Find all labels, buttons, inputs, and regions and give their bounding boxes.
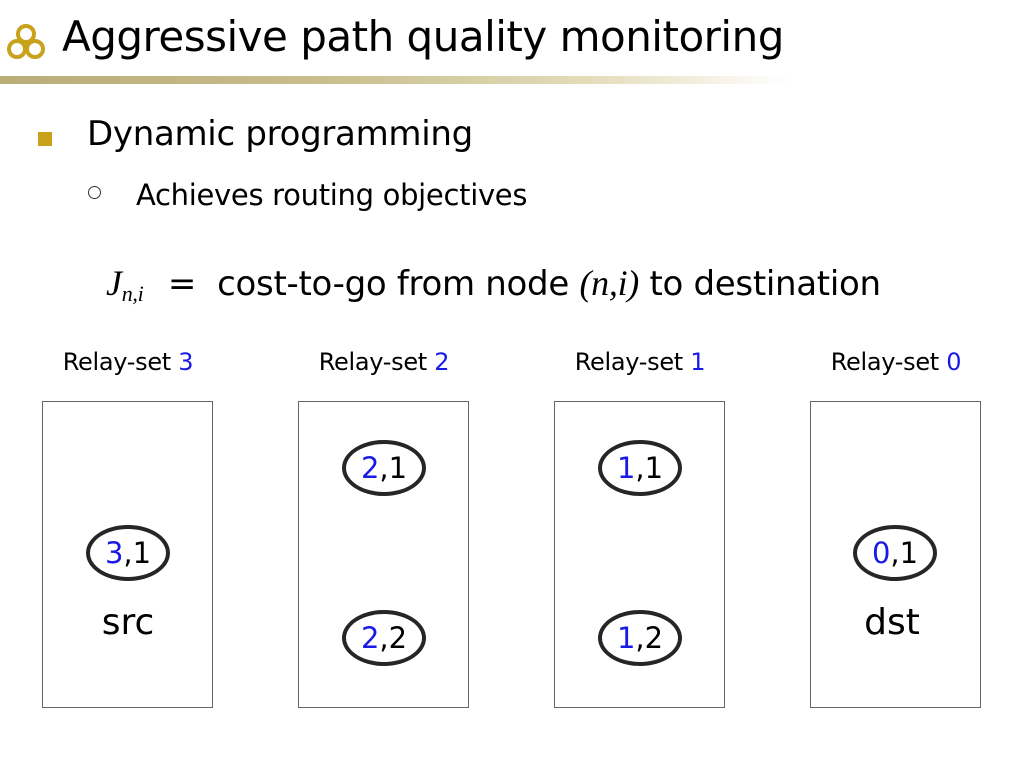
node-3-1: 3,1 xyxy=(86,525,170,581)
trefoil-logo-icon xyxy=(7,24,45,59)
node-index: 2 xyxy=(644,621,664,655)
node-1-2: 1,2 xyxy=(598,610,682,666)
node-separator: , xyxy=(890,536,900,570)
node-set-number: 0 xyxy=(871,536,891,570)
node-2-1: 2,1 xyxy=(342,440,426,496)
relay-set-number: 2 xyxy=(434,348,450,376)
relay-set-label-text: Relay-set xyxy=(830,348,939,376)
destination-caption: dst xyxy=(864,602,920,643)
node-separator: , xyxy=(379,451,389,485)
node-index: 2 xyxy=(388,621,408,655)
node-index: 1 xyxy=(132,536,152,570)
node-separator: , xyxy=(123,536,133,570)
relay-set-label-3: Relay-set 3 xyxy=(8,348,248,376)
node-index: 1 xyxy=(644,451,664,485)
square-bullet-icon xyxy=(38,132,52,146)
node-set-number: 1 xyxy=(616,621,636,655)
equation-text-before: cost-to-go from node xyxy=(217,264,569,304)
node-1-1: 1,1 xyxy=(598,440,682,496)
relay-set-label-text: Relay-set xyxy=(62,348,171,376)
node-set-number: 2 xyxy=(360,451,380,485)
node-set-number: 3 xyxy=(104,536,124,570)
relay-set-box-1 xyxy=(554,401,725,708)
equation-text-after: to destination xyxy=(649,264,881,304)
relay-set-number: 0 xyxy=(946,348,962,376)
node-set-number: 2 xyxy=(360,621,380,655)
equation-equals: = xyxy=(167,264,197,304)
node-set-number: 1 xyxy=(616,451,636,485)
relay-set-label-text: Relay-set xyxy=(318,348,427,376)
node-2-2: 2,2 xyxy=(342,610,426,666)
slide-title: Aggressive path quality monitoring xyxy=(62,12,784,61)
cost-to-go-equation: Jn,i = cost-to-go from node (n,i) to des… xyxy=(106,262,881,306)
relay-set-label-0: Relay-set 0 xyxy=(776,348,1016,376)
relay-set-label-2: Relay-set 2 xyxy=(264,348,504,376)
bullet-level-1: Dynamic programming xyxy=(87,114,473,154)
circle-bullet-icon xyxy=(88,186,101,199)
node-separator: , xyxy=(635,621,645,655)
node-index: 1 xyxy=(899,536,919,570)
relay-set-label-1: Relay-set 1 xyxy=(520,348,760,376)
equation-symbol: J xyxy=(106,263,122,303)
relay-set-box-2 xyxy=(298,401,469,708)
title-underline xyxy=(0,76,790,84)
equation-subscript: n,i xyxy=(121,281,144,306)
relay-set-box-0 xyxy=(810,401,981,708)
node-separator: , xyxy=(379,621,389,655)
equation-node: (n,i) xyxy=(579,263,639,303)
source-caption: src xyxy=(101,602,155,643)
relay-set-label-text: Relay-set xyxy=(574,348,683,376)
node-index: 1 xyxy=(388,451,408,485)
node-separator: , xyxy=(635,451,645,485)
relay-set-number: 1 xyxy=(690,348,706,376)
relay-set-number: 3 xyxy=(178,348,194,376)
relay-set-box-3 xyxy=(42,401,213,708)
bullet-level-2: Achieves routing objectives xyxy=(136,178,528,212)
node-0-1: 0,1 xyxy=(853,525,937,581)
